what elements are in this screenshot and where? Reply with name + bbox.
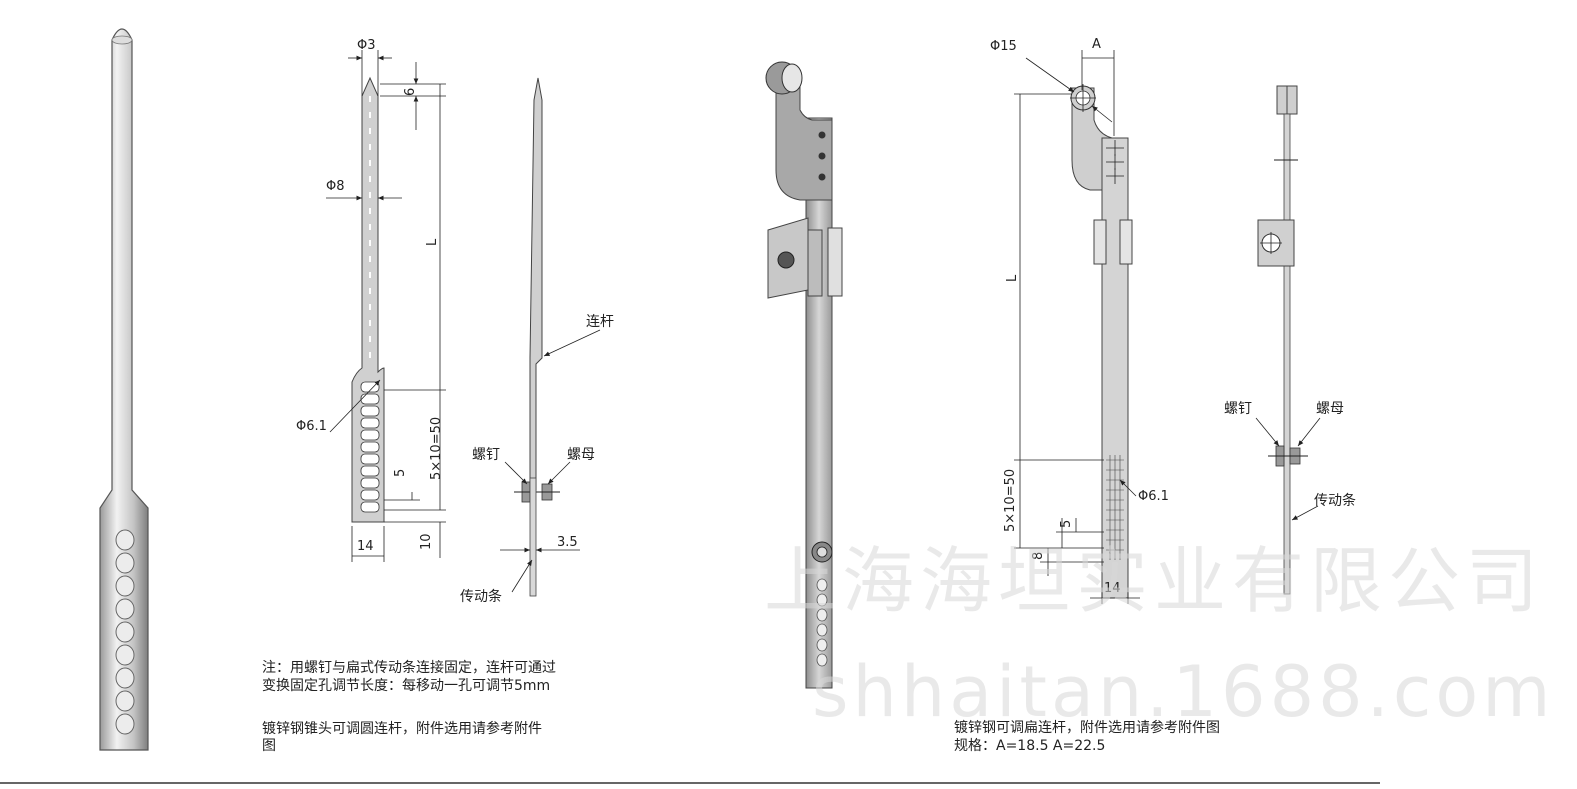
round-rod-front-view: Φ3 6 Φ8 L Φ6.1 5×10=50 5 10 14 [296,38,446,562]
dim-L-right: L [1005,274,1020,282]
flat-rod-front-view: Φ15 A L Φ6.1 5×10=50 5 8 14 [990,37,1169,604]
left-notes: 注：用螺钉与扁式传动条连接固定，连杆可通过 变换固定孔调节长度：每移动一孔可调节… [262,659,556,754]
label-strip-left: 传动条 [460,588,502,605]
dim-A: A [1092,37,1101,52]
round-rod-render [99,28,149,751]
watermark-company: 上海海坦实业有限公司 [764,539,1544,623]
watermark-site: shhaitan.1688.com [812,651,1554,733]
dim-span-right: 5×10=50 [1003,469,1018,532]
label-screw-left: 螺钉 [472,447,500,463]
dim-eight-right: 8 [1031,552,1046,560]
dim-five-right: 5 [1059,520,1074,528]
label-nut-right: 螺母 [1316,401,1344,417]
dim-L: L [425,238,440,246]
dim-six: 6 [403,88,418,96]
flat-rod-side-view: 螺钉 螺母 传动条 [1224,85,1356,595]
flat-rod-render [765,61,843,689]
right-caption: 镀锌钢可调扁连杆，附件选用请参考附件图 规格：A=18.5 A=22.5 [954,719,1220,754]
label-screw-right: 螺钉 [1224,401,1252,417]
dim-phi8: Φ8 [326,179,345,194]
label-strip-right: 传动条 [1314,492,1356,509]
dim-phi3: Φ3 [357,38,376,53]
label-link: 连杆 [586,314,614,330]
dim-three5: 3.5 [557,535,578,550]
round-rod-side-view: 连杆 螺钉 螺母 3.5 传动条 [460,77,614,605]
dim-fourteen: 14 [357,539,374,554]
dim-ten: 10 [419,533,434,550]
caption-line-1: 镀锌钢锥头可调圆连杆，附件选用请参考附件 [262,720,542,737]
label-nut-left: 螺母 [567,447,595,463]
dim-phi61: Φ6.1 [296,419,327,434]
caption-line-2: 图 [262,738,276,754]
dim-phi61-right: Φ6.1 [1138,489,1169,504]
dim-phi15: Φ15 [990,39,1017,54]
note-line-2: 变换固定孔调节长度：每移动一孔可调节5mm [262,677,550,694]
watermark: 上海海坦实业有限公司 shhaitan.1688.com [764,539,1554,733]
note-line-1: 注：用螺钉与扁式传动条连接固定，连杆可通过 [262,659,556,676]
right-caption-line-2: 规格：A=18.5 A=22.5 [954,738,1105,754]
dim-five: 5 [393,469,408,477]
dim-span: 5×10=50 [429,417,444,480]
right-caption-line-1: 镀锌钢可调扁连杆，附件选用请参考附件图 [954,719,1220,736]
dim-fourteen-right: 14 [1104,581,1121,596]
